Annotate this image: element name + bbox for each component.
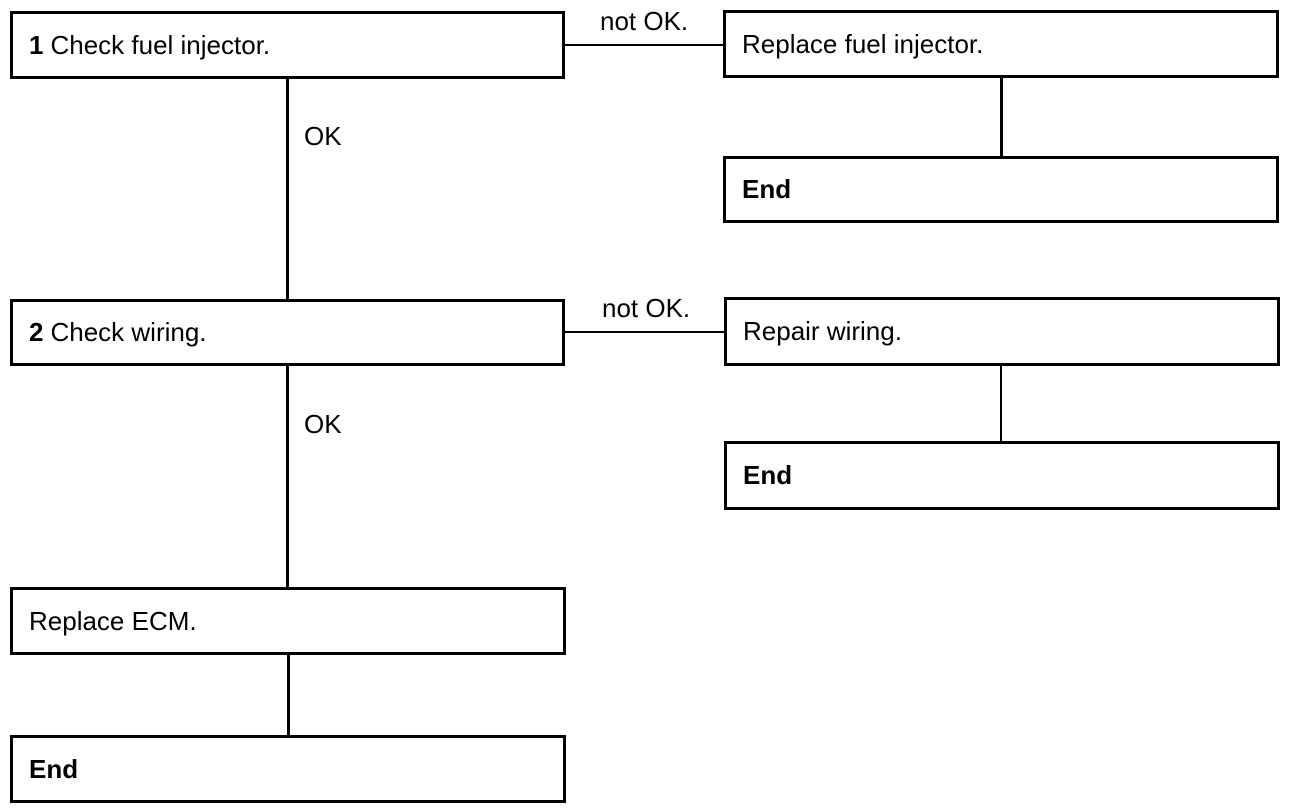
repair-wiring-text: Repair wiring. [743,316,902,346]
step2-ok-label: OK [304,409,342,439]
step2-end-text: End [743,460,793,490]
step1-not-ok-label: not OK. [600,6,689,36]
final-end-box: End [10,735,566,803]
step2-check-wiring-box: 2 Check wiring. [10,299,565,366]
step1-check-fuel-injector-box: 1 Check fuel injector. [10,11,565,79]
step1-end-text: End [742,174,792,204]
connector-replace-injector-to-end [1000,77,1003,157]
step2-not-ok-label: not OK. [602,293,691,323]
connector-step1-to-replace-injector [564,44,726,46]
replace-ecm-box: Replace ECM. [10,587,566,655]
step2-number: 2 [29,317,44,347]
step2-text: Check wiring. [50,317,207,347]
step2-end-box: End [724,441,1280,510]
connector-replace-ecm-to-end [287,653,290,737]
replace-fuel-injector-text: Replace fuel injector. [742,28,984,59]
step1-number: 1 [29,29,44,60]
connector-step2-to-replace-ecm [286,365,289,588]
step1-text: Check fuel injector. [50,29,271,60]
repair-wiring-box: Repair wiring. [724,297,1280,366]
connector-repair-wiring-to-end [1000,365,1002,443]
final-end-text: End [29,753,79,784]
replace-fuel-injector-box: Replace fuel injector. [723,10,1279,78]
replace-ecm-text: Replace ECM. [29,605,197,636]
step1-ok-label: OK [304,121,342,151]
connector-step1-to-step2 [286,78,289,302]
connector-step2-to-repair-wiring [564,331,726,333]
step1-end-box: End [723,156,1279,223]
